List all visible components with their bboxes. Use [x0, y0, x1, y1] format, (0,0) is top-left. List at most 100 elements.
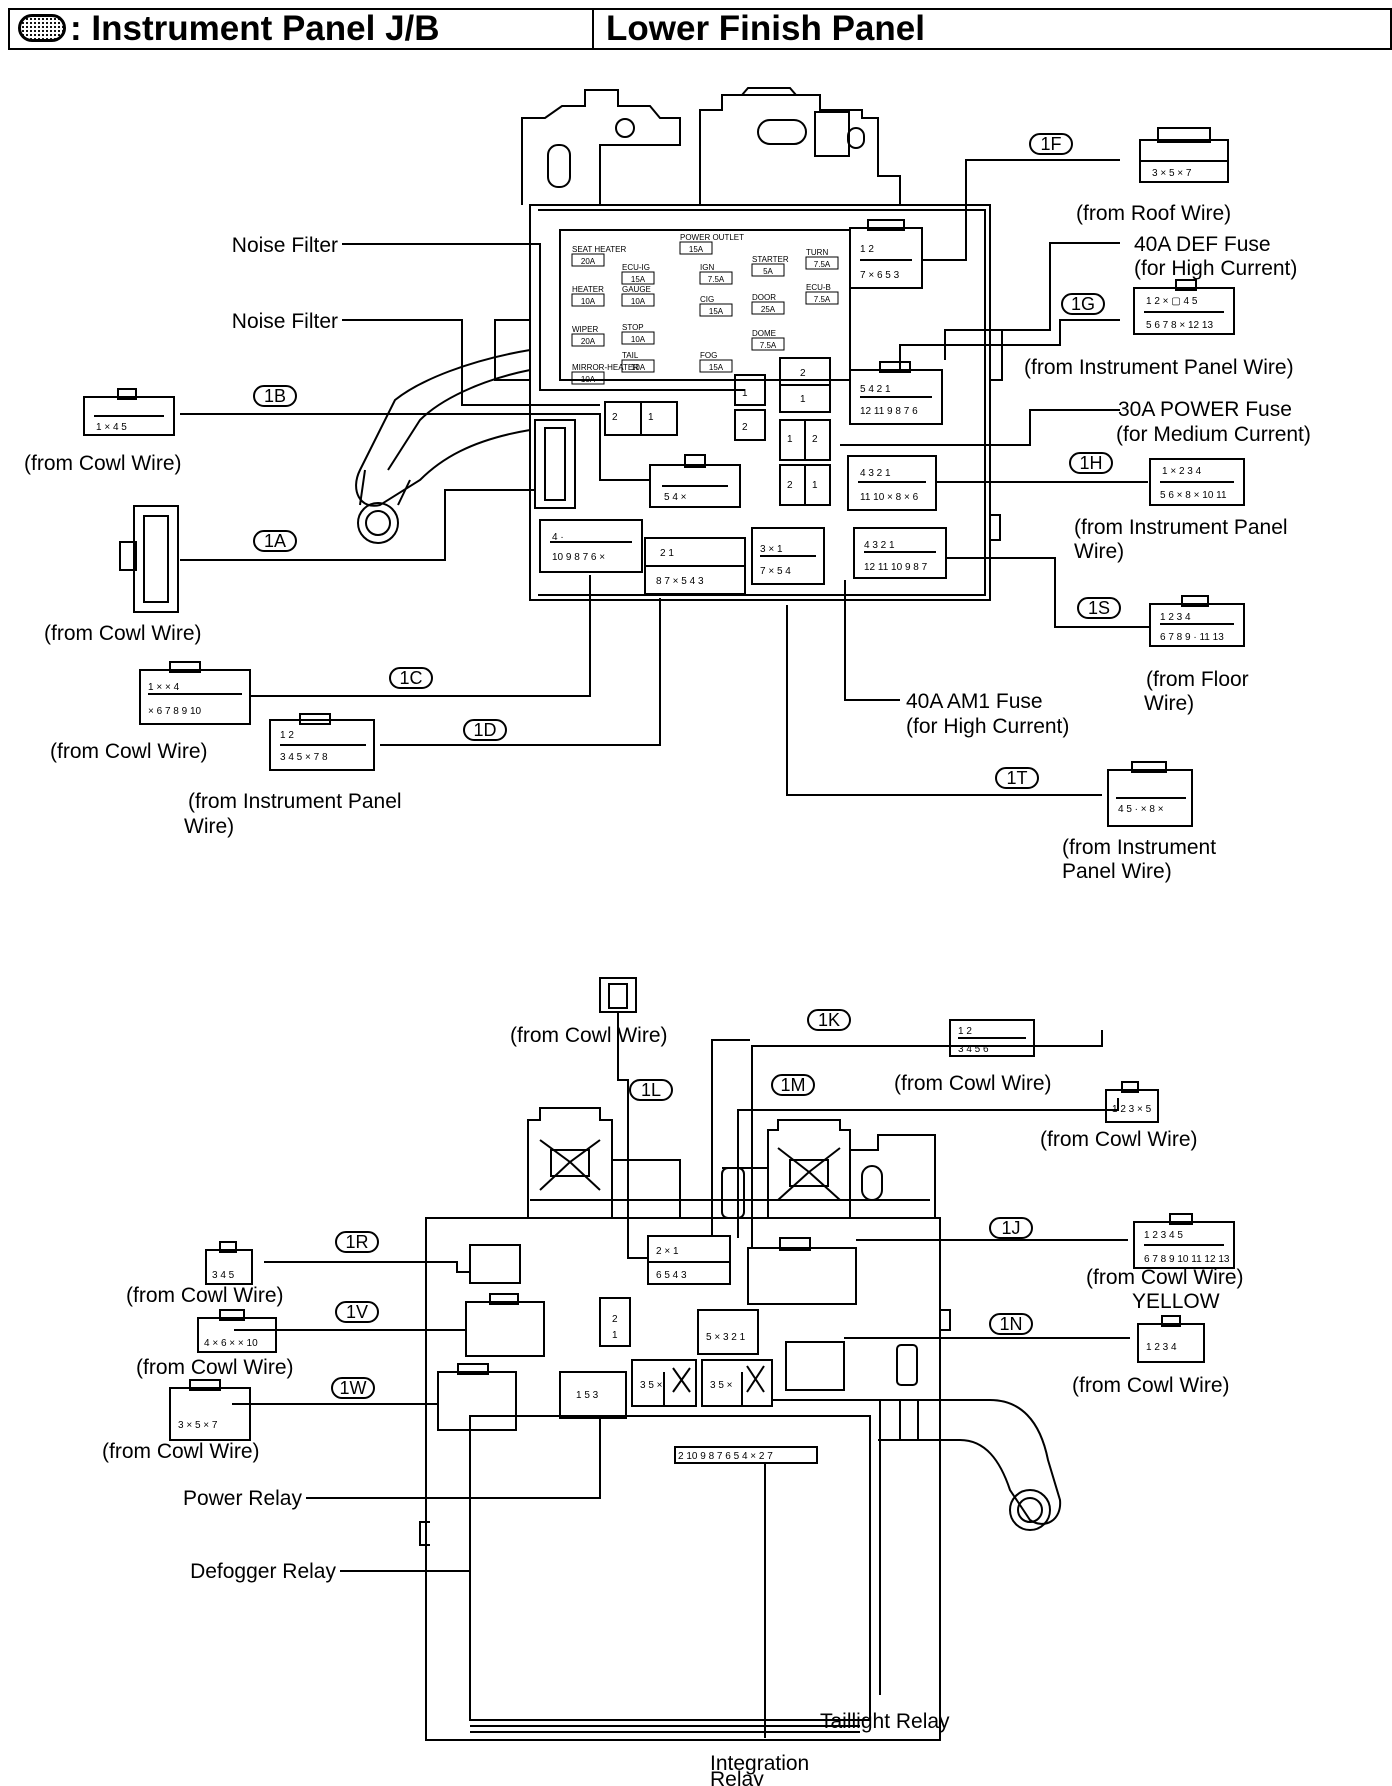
fuse-rating: 25A: [761, 305, 776, 314]
label-noise-filter-1: Noise Filter: [232, 234, 338, 257]
fuse-name: ECU-IG: [622, 263, 650, 272]
svg-text:4 × 6 × × 10: 4 × 6 × × 10: [204, 1338, 258, 1349]
svg-text:3 5 ×: 3 5 ×: [640, 1380, 663, 1391]
fuse-rating: 7.5A: [760, 341, 777, 350]
svg-text:2 10 9 8 7 6 5 4 × 2 7: 2 10 9 8 7 6 5 4 × 2 7: [678, 1451, 773, 1462]
svg-text:3 4 5: 3 4 5: [212, 1270, 235, 1281]
label-from-cowl-1N: (from Cowl Wire): [1072, 1374, 1230, 1397]
svg-text:12 11 10 9 8 7: 12 11 10 9 8 7: [864, 562, 928, 573]
external-connectors: [83, 127, 1245, 1441]
label-from-ip-1D-1: (from Instrument Panel: [188, 790, 402, 813]
svg-text:3 × 5 × 7: 3 × 5 × 7: [1152, 168, 1192, 179]
pin-number-marks: 3 × 5 × 7 1 2 × ▢ 4 5 5 6 7 8 × 12 13 1 …: [96, 168, 1230, 1462]
label-from-roof-wire: (from Roof Wire): [1076, 202, 1231, 225]
tag-1L: 1L: [641, 1080, 661, 1100]
svg-text:2 1: 2 1: [660, 548, 674, 559]
tag-1F: 1F: [1040, 134, 1061, 154]
svg-text:5 4 ×: 5 4 ×: [664, 492, 687, 503]
label-from-cowl-1J: (from Cowl Wire): [1086, 1266, 1244, 1289]
lower-junction-block: [419, 1107, 1062, 1741]
fuse-name: IGN: [700, 263, 714, 272]
svg-text:1: 1: [800, 394, 806, 405]
label-power-relay: Power Relay: [183, 1487, 303, 1510]
fuse-slot: [805, 291, 839, 305]
tag-1W: 1W: [340, 1378, 367, 1398]
svg-text:2: 2: [742, 422, 748, 433]
fuse-rating: 10A: [581, 297, 596, 306]
fuse-name: GAUGE: [622, 285, 651, 294]
label-from-cowl-1W: (from Cowl Wire): [102, 1440, 260, 1463]
svg-text:2: 2: [612, 412, 618, 423]
label-from-cowl-1V: (from Cowl Wire): [136, 1356, 294, 1379]
fuse-name: DOME: [752, 329, 776, 338]
svg-text:4 3 2 1: 4 3 2 1: [864, 540, 895, 551]
label-from-ip-1T-1: (from Instrument: [1062, 836, 1216, 859]
header-divider: [592, 10, 594, 48]
upper-leader-lines: [180, 159, 1150, 796]
fuse-rating: 15A: [709, 363, 724, 372]
fuse-slot: [571, 293, 605, 307]
fuse-slot: [751, 337, 785, 351]
fuse-rating: 7.5A: [708, 275, 725, 284]
connector-oval-icon: [18, 13, 66, 42]
svg-text:5 6 × 8 × 10 11: 5 6 × 8 × 10 11: [1160, 490, 1227, 501]
fuse-slot: [679, 241, 713, 255]
fuse-rating: 7.5A: [814, 260, 831, 269]
fuse-rating: 10A: [581, 375, 596, 384]
fuse-slot: [751, 263, 785, 277]
svg-text:1 2 3 × 5: 1 2 3 × 5: [1112, 1104, 1152, 1115]
tag-1M: 1M: [780, 1075, 805, 1095]
fuse-name: WIPER: [572, 325, 598, 334]
label-from-ip-1H-2: Wire): [1074, 540, 1124, 563]
svg-text:6 5 4 3: 6 5 4 3: [656, 1270, 687, 1281]
fuse-rating: 15A: [631, 275, 646, 284]
svg-text:1 2: 1 2: [280, 730, 294, 741]
fuse-slot: [621, 271, 655, 285]
fuse-rating: 10A: [631, 363, 646, 372]
tag-1S: 1S: [1088, 598, 1110, 618]
fuse-slot: [621, 359, 655, 373]
fuse-slot: [751, 301, 785, 315]
svg-text:5 × 3 2 1: 5 × 3 2 1: [706, 1332, 746, 1343]
label-from-cowl-top: (from Cowl Wire): [510, 1024, 668, 1047]
label-from-ip-1G: (from Instrument Panel Wire): [1024, 356, 1294, 379]
svg-text:2 × 1: 2 × 1: [656, 1246, 679, 1257]
label-noise-filter-2: Noise Filter: [232, 310, 338, 333]
svg-text:4 3 2 1: 4 3 2 1: [860, 468, 891, 479]
fuse-slot: [805, 256, 839, 270]
label-integration-relay-2: Relay: [710, 1768, 764, 1786]
svg-text:10 9 8 7 6 ×: 10 9 8 7 6 ×: [552, 552, 605, 563]
fuse-rating: 7.5A: [814, 295, 831, 304]
tag-texts: 1F 1G 1B 1H 1A 1S 1C 1D 1T 1K 1L 1M 1R 1…: [264, 134, 1110, 1398]
tag-1V: 1V: [346, 1302, 368, 1322]
tag-1D: 1D: [473, 720, 496, 740]
svg-text:12 11 9 8 7 6: 12 11 9 8 7 6: [860, 406, 918, 417]
label-from-cowl-1A: (from Cowl Wire): [44, 622, 202, 645]
label-from-ip-1T-2: Panel Wire): [1062, 860, 1172, 883]
header-title-right: Lower Finish Panel: [606, 9, 925, 48]
fuse-name: DOOR: [752, 293, 776, 302]
svg-text:1 5 3: 1 5 3: [576, 1390, 599, 1401]
svg-text:1: 1: [648, 412, 654, 423]
label-power-fuse-1: 30A POWER Fuse: [1118, 398, 1292, 421]
fuse-name: HEATER: [572, 285, 604, 294]
tag-1A: 1A: [264, 531, 286, 551]
label-yellow: YELLOW: [1132, 1290, 1220, 1313]
fuse-name: CIG: [700, 295, 714, 304]
svg-text:1 × 4 5: 1 × 4 5: [96, 422, 127, 433]
label-power-fuse-2: (for Medium Current): [1116, 423, 1311, 446]
svg-text:7 × 6 5 3: 7 × 6 5 3: [860, 270, 900, 281]
svg-text:1 2 × ▢ 4 5: 1 2 × ▢ 4 5: [1146, 296, 1198, 307]
fuse-rating: 20A: [581, 257, 596, 266]
label-from-cowl-1R: (from Cowl Wire): [126, 1284, 284, 1307]
label-from-cowl-1C: (from Cowl Wire): [50, 740, 208, 763]
fuse-rating: 15A: [689, 245, 704, 254]
svg-text:3 5 ×: 3 5 ×: [710, 1380, 733, 1391]
tag-1T: 1T: [1006, 768, 1027, 788]
fuse-name: SEAT HEATER: [572, 245, 626, 254]
svg-text:× 6 7 8 9 10: × 6 7 8 9 10: [148, 706, 202, 717]
label-from-cowl-1M: (from Cowl Wire): [1040, 1128, 1198, 1151]
label-integration-relay-1: Integration: [710, 1752, 809, 1775]
tag-1G: 1G: [1071, 294, 1095, 314]
